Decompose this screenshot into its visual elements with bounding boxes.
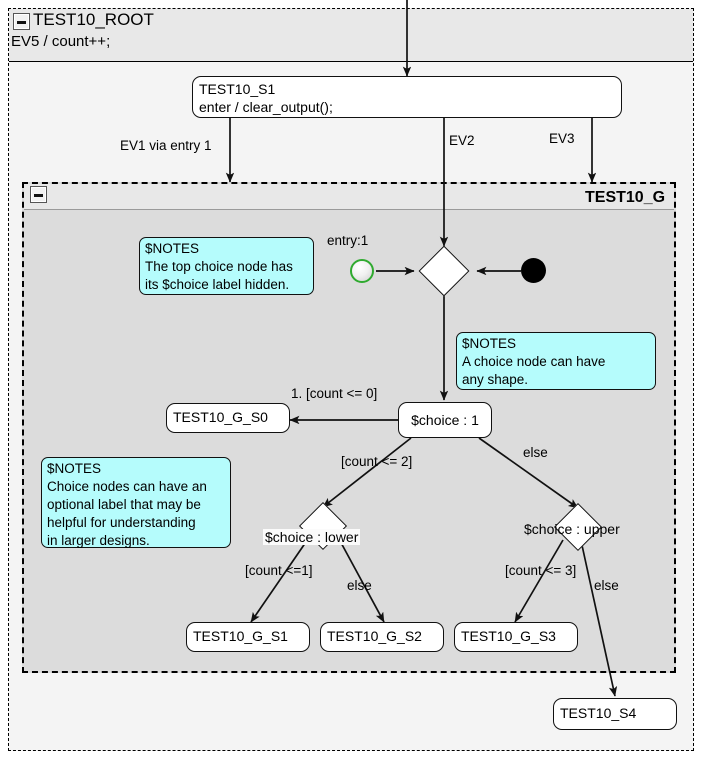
transition-label-count-le-3: [count <= 3] (505, 563, 577, 578)
transition-label-count-le-1: [count <=1] (245, 563, 313, 578)
state-test10-s1[interactable]: TEST10_S1 enter / clear_output(); (192, 76, 622, 118)
transition-label-count-le-0: 1. [count <= 0] (291, 386, 378, 401)
note-title: $NOTES (47, 461, 102, 476)
state-name: TEST10_S1 (199, 81, 276, 97)
region-root-header (9, 9, 693, 62)
choice-node-upper-label: $choice : upper (524, 521, 620, 537)
root-title: TEST10_ROOT (33, 10, 154, 29)
state-name: TEST10_G_S0 (173, 409, 268, 425)
transition-label-else-top: else (523, 445, 548, 460)
note-choice-any-shape[interactable]: $NOTES A choice node can have any shape. (456, 332, 656, 390)
group-header (24, 184, 674, 210)
state-name: TEST10_G_S3 (461, 628, 556, 644)
state-test10-g-s0[interactable]: TEST10_G_S0 (166, 403, 290, 433)
note-top-choice-hidden[interactable]: $NOTES The top choice node has its $choi… (139, 237, 314, 295)
group-title: TEST10_G (585, 189, 666, 206)
entry-point-label: entry:1 (327, 233, 369, 248)
note-line: A choice node can have (462, 354, 606, 370)
note-line: Choice nodes can have an (47, 479, 207, 495)
group-test10-g[interactable] (22, 182, 676, 673)
group-collapse-icon[interactable] (30, 186, 47, 203)
note-line: in larger designs. (47, 533, 150, 549)
state-name: TEST10_S4 (560, 705, 637, 721)
note-line: any shape. (462, 372, 529, 388)
state-test10-g-s3[interactable]: TEST10_G_S3 (454, 622, 578, 652)
state-action: enter / clear_output(); (199, 99, 333, 116)
note-line: optional label that may be (47, 497, 201, 513)
transition-label-ev1: EV1 via entry 1 (120, 138, 212, 153)
root-internal-transition: EV5 / count++; (11, 33, 111, 50)
note-line: The top choice node has (145, 259, 293, 275)
note-line: helpful for understanding (47, 515, 196, 531)
root-collapse-icon[interactable] (13, 13, 30, 30)
transition-label-ev3: EV3 (549, 131, 575, 146)
transition-label-count-le-2: [count <= 2] (341, 454, 413, 469)
choice-node-label: $choice : 1 (411, 412, 479, 428)
final-state-icon[interactable] (521, 258, 546, 283)
transition-label-else-lower: else (347, 578, 372, 593)
state-name: TEST10_G_S1 (193, 628, 288, 644)
note-title: $NOTES (145, 241, 200, 256)
note-choice-optional-label[interactable]: $NOTES Choice nodes can have an optional… (41, 457, 231, 548)
choice-node-lower-label: $choice : lower (263, 529, 361, 545)
transition-label-ev2: EV2 (449, 133, 475, 148)
state-test10-g-s2[interactable]: TEST10_G_S2 (320, 622, 444, 652)
state-name: TEST10_G_S2 (327, 628, 422, 644)
state-test10-s4[interactable]: TEST10_S4 (553, 698, 677, 730)
state-test10-g-s1[interactable]: TEST10_G_S1 (186, 622, 310, 652)
note-line: its $choice label hidden. (145, 277, 290, 293)
transition-label-else-upper: else (594, 578, 619, 593)
note-title: $NOTES (462, 336, 517, 351)
entry-point-icon[interactable] (350, 259, 374, 283)
choice-node-1[interactable]: $choice : 1 (398, 402, 492, 438)
